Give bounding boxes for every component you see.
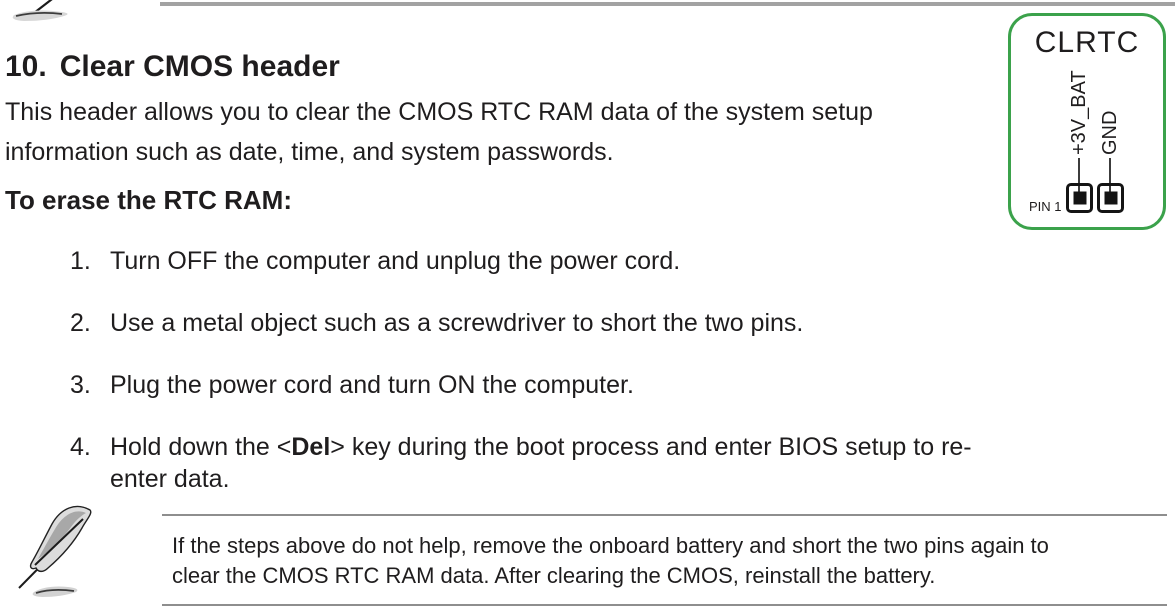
pin-connector-line — [1109, 158, 1111, 192]
subheading: To erase the RTC RAM: — [5, 185, 292, 215]
list-item: 4. Hold down the <Del> key during the bo… — [70, 431, 1080, 495]
clrtc-header-diagram: CLRTC +3V_BAT GND PIN 1 — [1008, 13, 1166, 230]
pin-1-box — [1066, 183, 1093, 213]
step-number: 2. — [70, 309, 91, 337]
pin-label-gnd: GND — [1099, 110, 1121, 155]
step-text: Use a metal object such as a screwdriver… — [110, 309, 804, 337]
note-text: If the steps above do not help, remove t… — [172, 533, 1049, 588]
list-item: 3. Plug the power cord and turn ON the c… — [70, 369, 1080, 401]
section-number: 10. — [5, 50, 47, 83]
step-text: Hold down the <Del> key during the boot … — [110, 431, 972, 495]
note-divider-top — [162, 514, 1167, 516]
step-number: 4. — [70, 433, 91, 461]
quill-pen-icon-partial — [12, 0, 68, 21]
pin1-label: PIN 1 — [1029, 199, 1062, 214]
pin-connector-line — [1078, 158, 1080, 192]
quill-pen-icon — [18, 505, 92, 597]
pin-2-box — [1097, 183, 1124, 213]
step-number: 3. — [70, 371, 91, 399]
step-text-pre: Hold down the < — [110, 433, 292, 461]
section-heading: 10. Clear CMOS header — [5, 50, 340, 84]
note-divider-bottom — [162, 604, 1167, 606]
key-name: Del — [291, 433, 331, 461]
list-item: 1. Turn OFF the computer and unplug the … — [70, 245, 1080, 277]
step-text: Plug the power cord and turn ON the comp… — [110, 371, 634, 399]
step-text-post: > key during the boot process and enter … — [110, 433, 972, 493]
numbered-steps: 1. Turn OFF the computer and unplug the … — [70, 245, 1080, 525]
section-title: Clear CMOS header — [59, 50, 340, 83]
step-text: Turn OFF the computer and unplug the pow… — [110, 247, 681, 275]
pin-contact — [1073, 191, 1086, 205]
diagram-title: CLRTC — [1034, 26, 1140, 59]
list-item: 2. Use a metal object such as a screwdri… — [70, 307, 1080, 339]
pin-label-3v-bat: +3V_BAT — [1068, 70, 1090, 155]
top-divider — [160, 2, 1175, 6]
pin-contact — [1104, 191, 1117, 205]
intro-paragraph: This header allows you to clear the CMOS… — [5, 98, 873, 166]
step-number: 1. — [70, 247, 91, 275]
